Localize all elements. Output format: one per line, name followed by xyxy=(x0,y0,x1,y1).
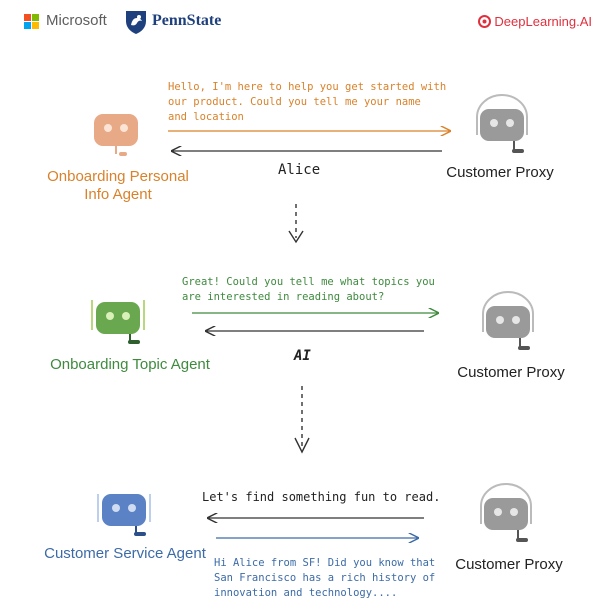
agent-message: Great! Could you tell me what topics you… xyxy=(182,276,435,303)
proxy-reply: AI xyxy=(294,348,311,364)
transition-arrow-head xyxy=(294,437,310,454)
proxy-label: Customer Proxy xyxy=(457,364,565,381)
customer-proxy-robot-icon xyxy=(480,483,532,542)
proxy-reply: Let's find something fun to read. xyxy=(202,490,441,504)
proxy-label: Customer Proxy xyxy=(446,164,554,181)
pennstate-shield-icon xyxy=(126,11,146,34)
transition-arrow-head xyxy=(288,230,304,244)
agent-label: Onboarding Personal Info Agent xyxy=(47,168,189,203)
onboarding-personal-info-robot-icon xyxy=(94,114,138,156)
customer-proxy-robot-icon xyxy=(476,94,528,153)
deeplearning-logo: DeepLearning.AI xyxy=(478,14,592,29)
customer-proxy-robot-icon xyxy=(482,291,534,350)
pennstate-label: PennState xyxy=(152,12,222,29)
microsoft-logo-icon xyxy=(24,14,40,30)
customer-service-robot-icon xyxy=(97,494,151,536)
deeplearning-logo-icon xyxy=(478,15,492,28)
microsoft-label: Microsoft xyxy=(46,12,107,29)
onboarding-topic-robot-icon xyxy=(91,300,145,344)
agent-label: Onboarding Topic Agent xyxy=(50,356,210,373)
agent-message: Hello, I'm here to help you get started … xyxy=(168,81,447,123)
agent-message: Hi Alice from SF! Did you know that San … xyxy=(214,557,436,599)
proxy-label: Customer Proxy xyxy=(455,556,563,573)
logo-bar: Microsoft PennState DeepLearning.AI xyxy=(0,0,612,44)
proxy-reply: Alice xyxy=(278,162,321,178)
deeplearning-label: DeepLearning.AI xyxy=(494,14,592,29)
agent-label: Customer Service Agent xyxy=(44,545,206,562)
